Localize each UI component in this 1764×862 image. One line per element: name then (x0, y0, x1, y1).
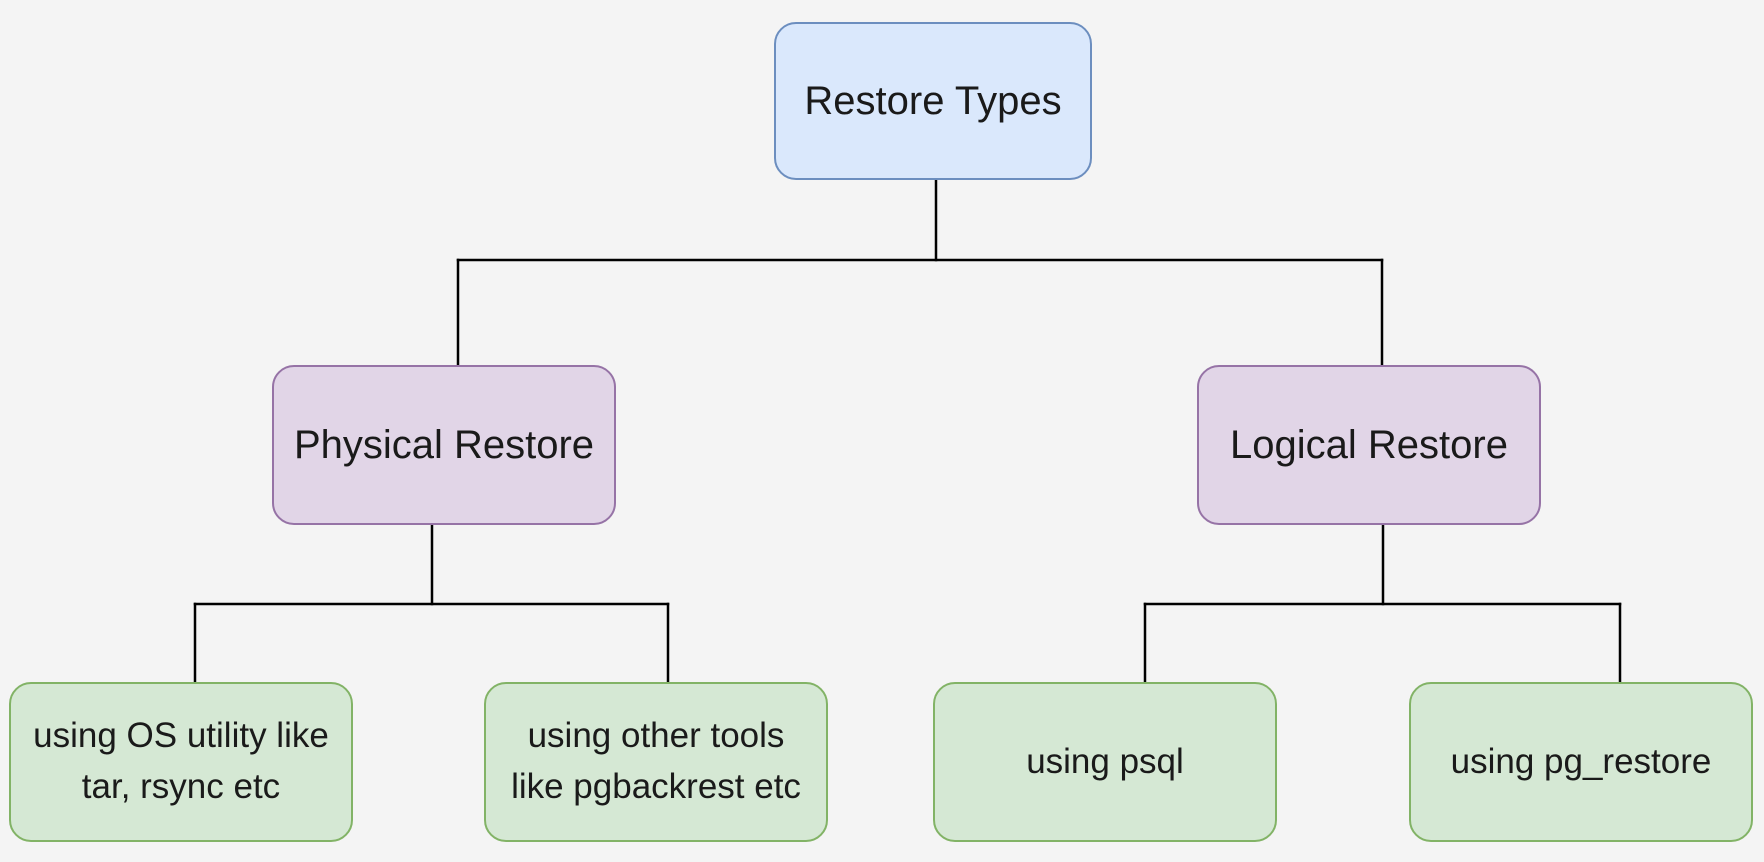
node-restore-types: Restore Types (774, 22, 1092, 180)
node-psql-text: using psql (1026, 737, 1184, 788)
node-other-tools: using other tools like pgbackrest etc (484, 682, 828, 842)
node-logical-restore-label: Logical Restore (1230, 423, 1508, 467)
node-os-utility: using OS utility like tar, rsync etc (9, 682, 353, 842)
node-psql: using psql (933, 682, 1277, 842)
node-pg-restore-line-1: using pg_restore (1450, 741, 1712, 781)
node-pg-restore-text: using pg_restore (1451, 737, 1712, 788)
node-restore-types-label: Restore Types (804, 79, 1062, 123)
node-psql-line-1: using psql (1026, 741, 1184, 781)
node-other-tools-line-2: like pgbackrest etc (511, 767, 801, 806)
node-other-tools-text: using other tools like pgbackrest etc (511, 711, 801, 813)
node-other-tools-line-1: using other tools (527, 716, 785, 756)
node-os-utility-text: using OS utility like tar, rsync etc (33, 711, 329, 813)
node-physical-restore-label: Physical Restore (293, 423, 595, 467)
node-os-utility-line-1: using OS utility like (33, 716, 329, 756)
node-physical-restore: Physical Restore (272, 365, 616, 525)
node-os-utility-line-2: tar, rsync etc (81, 767, 281, 806)
node-pg-restore: using pg_restore (1409, 682, 1753, 842)
node-logical-restore: Logical Restore (1197, 365, 1541, 525)
